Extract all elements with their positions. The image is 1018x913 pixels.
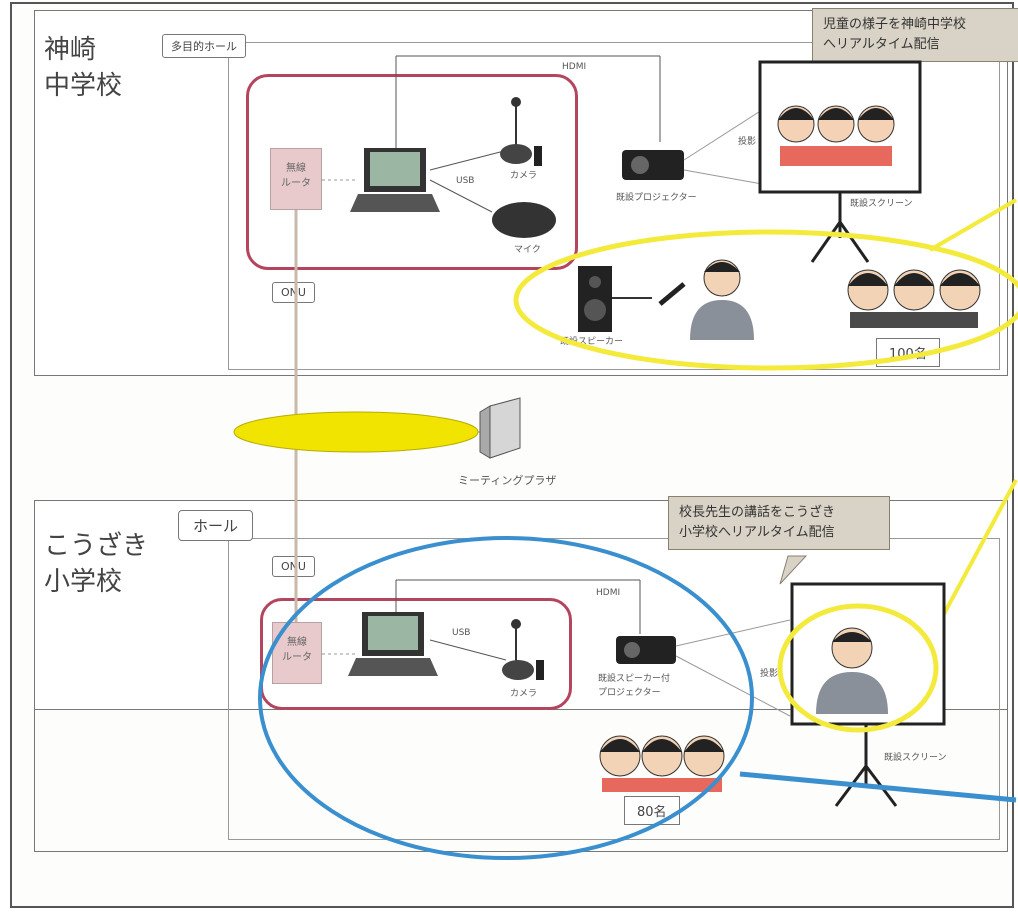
top-callout-line1: 児童の様子を神崎中学校 — [823, 17, 967, 32]
bottom-school-name-line2: 小学校 — [44, 567, 123, 597]
bottom-callout-line2: 小学校へリアルタイム配信 — [679, 525, 835, 540]
top-router-line1: 無線 — [286, 163, 306, 174]
top-school-name-line1: 神崎 — [44, 35, 97, 65]
top-onu-tag: ONU — [272, 282, 315, 303]
server-label: ミーティングプラザ — [458, 474, 557, 487]
top-hall-tag: 多目的ホール — [162, 34, 246, 58]
bottom-callout: 校長先生の講話をこうざき 小学校へリアルタイム配信 — [668, 496, 890, 550]
bottom-hdmi-label: HDMI — [596, 588, 621, 598]
top-student-count: 100名 — [876, 338, 940, 367]
bottom-school-name: こうざき 小学校 — [44, 528, 148, 600]
bottom-router-line1: 無線 — [287, 637, 307, 648]
top-callout-line2: へリアルタイム配信 — [823, 37, 940, 52]
bottom-callout-line1: 校長先生の講話をこうざき — [679, 505, 836, 520]
top-usb-label: USB — [456, 176, 475, 186]
bottom-projector-line1: 既設スピーカー付 — [598, 674, 671, 684]
bottom-school-name-line1: こうざき — [44, 531, 149, 561]
bottom-router-line2: ルータ — [282, 652, 312, 663]
top-school-name-line2: 中学校 — [44, 71, 123, 101]
top-projector-label: 既設プロジェクター — [616, 193, 697, 203]
bottom-student-count: 80名 — [624, 796, 680, 825]
bottom-screen-label: 既設スクリーン — [884, 753, 947, 763]
bottom-router: 無線 ルータ — [272, 622, 322, 684]
top-callout: 児童の様子を神崎中学校 へリアルタイム配信 — [812, 8, 1018, 62]
top-hdmi-label: HDMI — [562, 62, 587, 72]
top-router: 無線 ルータ — [270, 148, 322, 210]
top-router-line2: ルータ — [281, 178, 311, 189]
bottom-projector-line2: プロジェクター — [598, 688, 661, 698]
top-projection-label: 投影 — [738, 137, 757, 147]
bottom-projection-label: 投影 — [760, 669, 779, 679]
bottom-camera-label: カメラ — [510, 689, 538, 699]
bottom-usb-label: USB — [452, 628, 471, 638]
top-speaker-label: 既設スピーカー — [560, 337, 624, 347]
top-mic-label: マイク — [514, 245, 541, 255]
internet-label: インターネット — [312, 428, 404, 443]
top-camera-label: カメラ — [510, 171, 538, 181]
bottom-onu-tag: ONU — [272, 556, 315, 577]
bottom-hall-tag: ホール — [178, 510, 254, 541]
top-screen-label: 既設スクリーン — [850, 199, 913, 209]
bottom-projector-label: 既設スピーカー付 プロジェクター — [598, 672, 670, 700]
top-school-name: 神崎 中学校 — [44, 32, 122, 104]
